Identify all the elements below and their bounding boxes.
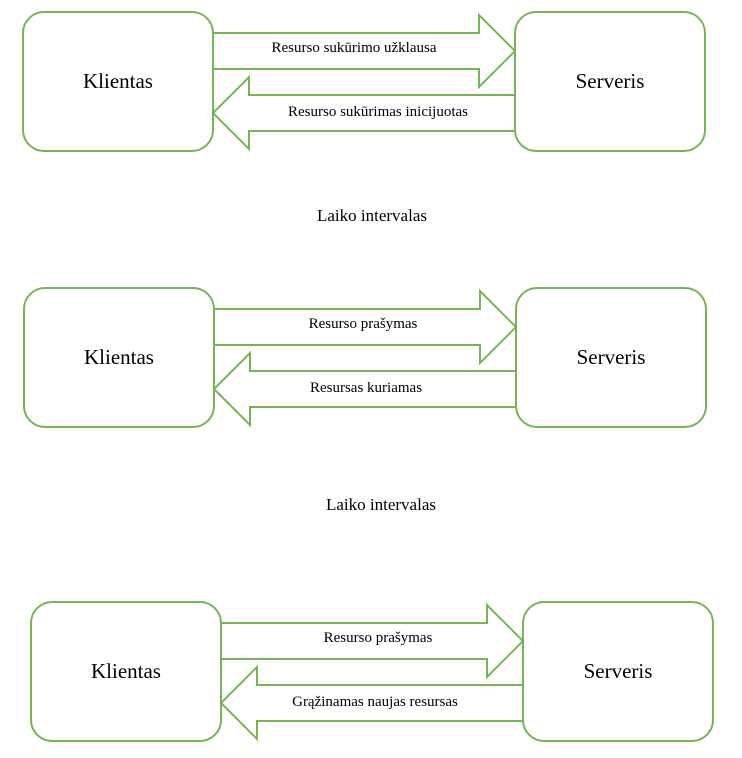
request-label: Resurso prašymas <box>308 316 418 332</box>
server-box: Serveris <box>522 601 714 742</box>
request-arrow <box>220 602 525 680</box>
response-arrow <box>219 664 524 742</box>
request-arrow <box>212 12 517 90</box>
response-label: Grąžinamas naujas resursas <box>292 694 458 710</box>
server-label: Serveris <box>576 345 646 369</box>
response-label: Resurso sukūrimas inicijuotas <box>288 104 468 120</box>
client-label: Klientas <box>91 659 161 683</box>
client-box: Klientas <box>30 601 222 742</box>
server-label: Serveris <box>583 659 653 683</box>
response-arrow <box>212 350 517 428</box>
client-box: Klientas <box>23 287 215 428</box>
server-label: Serveris <box>575 69 645 93</box>
request-label: Resurso sukūrimo užklausa <box>271 40 437 56</box>
client-label: Klientas <box>83 69 153 93</box>
request-label: Resurso prašymas <box>323 630 433 646</box>
request-arrow <box>213 288 518 366</box>
response-label: Resursas kuriamas <box>309 380 423 396</box>
time-interval-label: Laiko intervalas <box>326 495 436 514</box>
response-arrow <box>211 74 516 152</box>
server-box: Serveris <box>514 11 706 152</box>
server-box: Serveris <box>515 287 707 428</box>
client-label: Klientas <box>84 345 154 369</box>
client-box: Klientas <box>22 11 214 152</box>
time-interval-label: Laiko intervalas <box>317 206 427 225</box>
